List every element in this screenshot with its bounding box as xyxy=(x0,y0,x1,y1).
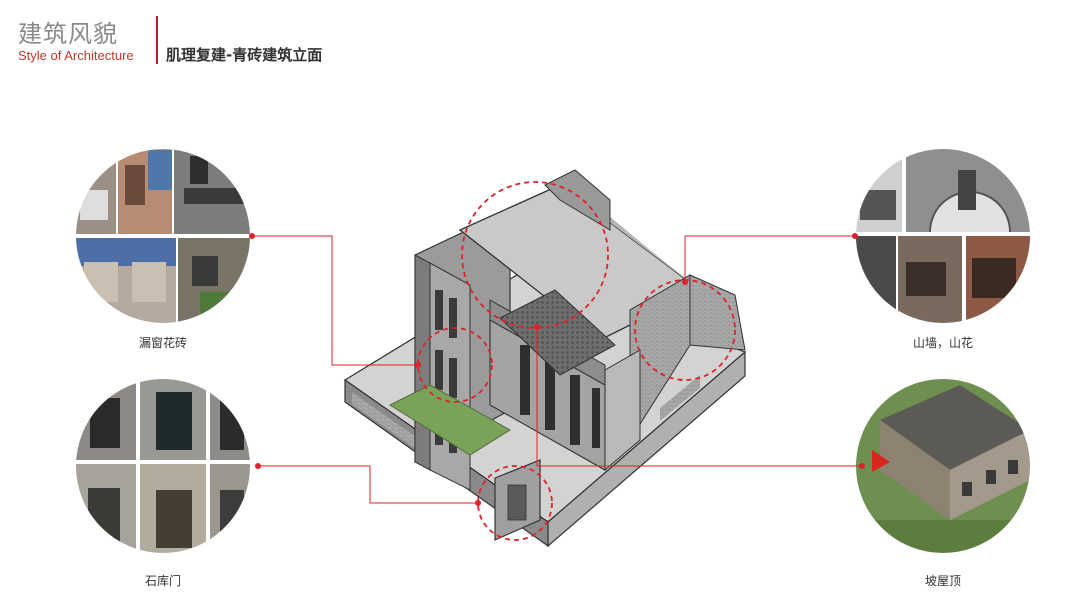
caption-lattice-windows: 漏窗花砖 xyxy=(138,336,187,350)
highlight-windows xyxy=(417,327,493,403)
building-axonometric xyxy=(343,169,747,548)
photo-collage-lattice-windows xyxy=(75,148,251,324)
page-subtitle: 肌理复建-青砖建筑立面 xyxy=(166,46,323,64)
caption-pitched-roof: 坡屋顶 xyxy=(924,574,961,588)
leader-lattice xyxy=(252,235,418,366)
leader-roof xyxy=(536,327,862,467)
page-title: 建筑风貌 xyxy=(18,20,118,48)
photo-pitched-roof xyxy=(855,378,1031,554)
highlight-roof xyxy=(461,181,609,329)
page-title-english: Style of Architecture xyxy=(18,48,134,63)
photo-collage-gable-walls xyxy=(855,148,1031,324)
caption-shikumen: 石库门 xyxy=(144,574,181,588)
caption-gable-walls: 山墙，山花 xyxy=(912,336,973,350)
leader-shikumen xyxy=(258,465,478,504)
highlight-gate xyxy=(477,465,553,541)
leader-lines xyxy=(252,235,862,504)
header-divider xyxy=(156,16,158,64)
leader-dots xyxy=(249,233,865,506)
leader-gable xyxy=(684,235,855,282)
photo-collage-shikumen-doors xyxy=(75,378,251,554)
